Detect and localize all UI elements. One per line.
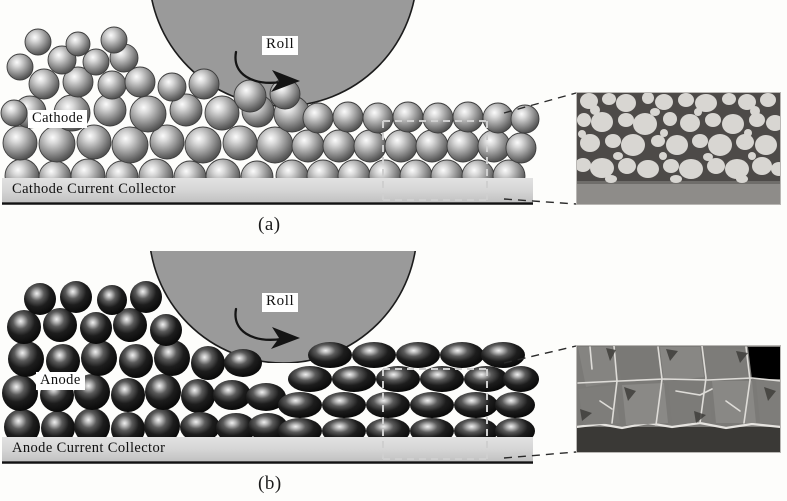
cathode-callout-region	[382, 120, 488, 201]
anode-sem-micrograph	[576, 345, 781, 453]
cathode-current-collector-bar	[2, 178, 533, 202]
anode-electrode-label: Anode	[36, 372, 85, 391]
roll-rotation-arrow-cathode	[234, 50, 300, 92]
cathode-current-collector-label: Cathode Current Collector	[12, 181, 176, 197]
panel-cathode: Cathode Roll Cathode Current Collector (…	[0, 0, 787, 250]
roll-label-anode: Roll	[262, 293, 299, 312]
anode-callout-region	[382, 368, 488, 460]
anode-current-collector-label: Anode Current Collector	[12, 440, 166, 456]
cathode-electrode-label: Cathode	[28, 110, 88, 129]
panel-anode: Anode Roll Anode Current Collector (b)	[0, 251, 787, 501]
roll-rotation-arrow-anode	[234, 307, 300, 349]
panel-cathode-graphic	[0, 0, 781, 205]
roll-label-cathode: Roll	[262, 36, 299, 55]
panel-anode-graphic	[2, 251, 781, 464]
cathode-leader-lines	[503, 92, 577, 205]
anode-current-collector-bar	[2, 437, 533, 461]
anode-leader-lines	[503, 345, 577, 459]
panel-caption-b: (b)	[258, 473, 282, 494]
panel-caption-a: (a)	[258, 214, 281, 235]
cathode-sem-micrograph	[576, 92, 781, 205]
